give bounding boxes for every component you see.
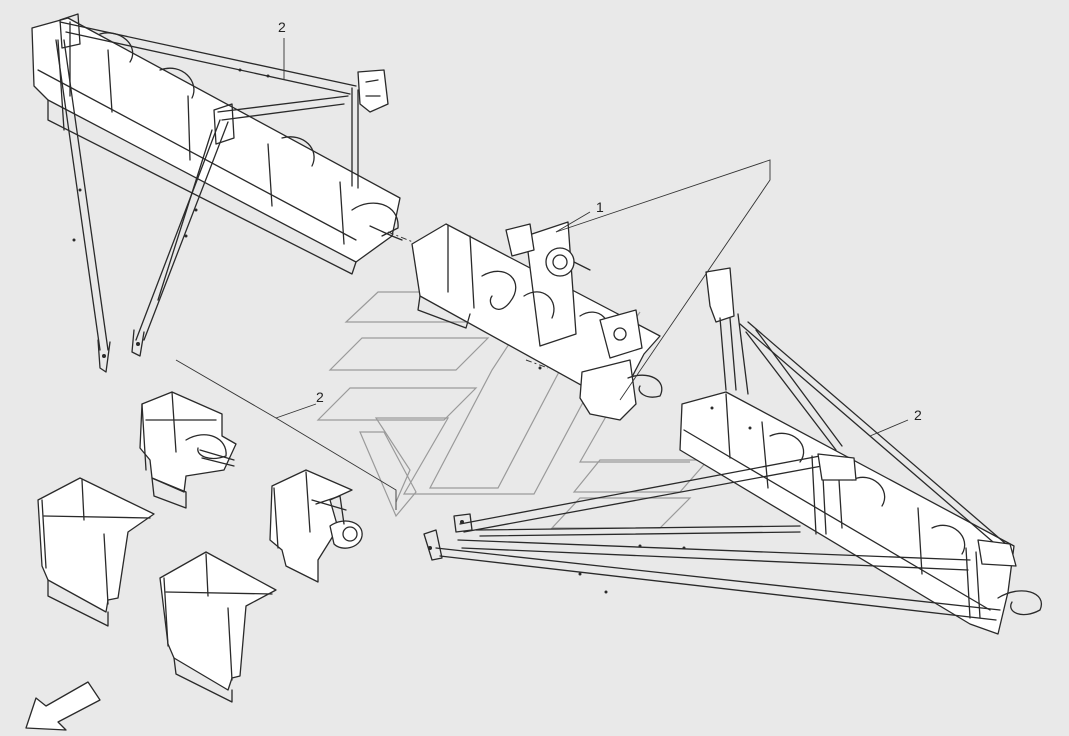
callout-center-section: 1: [596, 199, 604, 215]
callout-right-boom: 2: [914, 407, 922, 423]
spare-module-auger-a: [139, 391, 237, 509]
spare-module-drive: [269, 469, 363, 583]
callout-left-boom: 2: [278, 19, 286, 35]
arrow-down-left-icon: [25, 681, 101, 731]
spare-module-plain-a: [37, 477, 155, 627]
left-boom-assembly: [31, 13, 419, 373]
leader-lines: [175, 38, 909, 510]
callout-spare-modules: 2: [316, 389, 324, 405]
center-drive-section: [411, 221, 663, 421]
right-boom-assembly: [423, 267, 1043, 635]
spare-module-plain-b: [159, 551, 277, 703]
